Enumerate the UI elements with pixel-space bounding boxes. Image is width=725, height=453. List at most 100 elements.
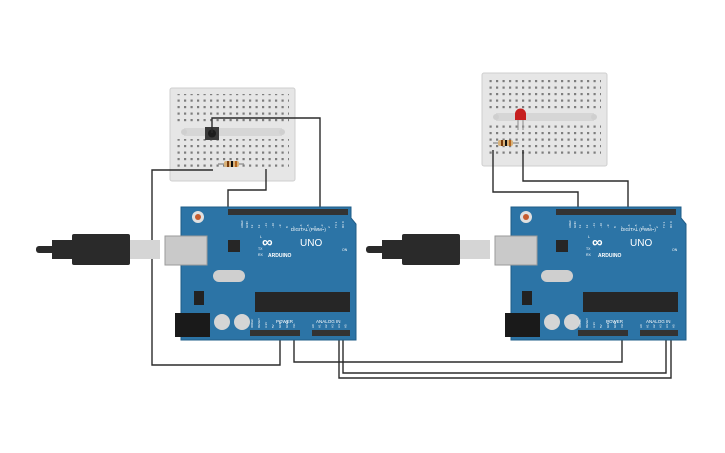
arduino-uno-right[interactable]: ∞ UNO ARDUINO DIGITAL (PWM~) POWER ANALO…: [494, 206, 687, 341]
pushbutton[interactable]: [205, 127, 219, 140]
pin-label: 3.3V: [264, 322, 268, 328]
pin-label: A3: [331, 324, 335, 328]
resistor-right[interactable]: [493, 140, 519, 146]
pin-label: A5: [672, 324, 676, 328]
pin-label: RX 0: [341, 221, 345, 228]
pin-label: 7: [620, 226, 624, 228]
wire-a5-link: [342, 340, 667, 374]
pin-label: 13: [578, 224, 582, 228]
led-rx-label: RX: [586, 253, 592, 257]
pin-label: IOREF: [250, 319, 254, 328]
pin-label: A1: [646, 324, 650, 328]
pin-label: A2: [324, 324, 328, 328]
pin-label: ~11: [592, 223, 596, 228]
pin-label: ~3: [648, 224, 652, 228]
led-tx-label: TX: [586, 247, 591, 251]
resistor-left[interactable]: [218, 161, 244, 167]
digital-label: DIGITAL (PWM~): [291, 227, 326, 232]
pin-label: 7: [292, 226, 296, 228]
digital-label: DIGITAL (PWM~): [621, 227, 656, 232]
pin-label: GND: [278, 321, 282, 329]
pin-label: 3.3V: [592, 322, 596, 328]
arduino-infinity-logo-icon: ∞: [592, 234, 603, 251]
pin-label: Vin: [292, 323, 296, 328]
pin-label: GND: [606, 321, 610, 329]
led-tx-label: TX: [258, 247, 263, 251]
pin-label: 4: [313, 226, 317, 228]
pin-label: 8: [285, 226, 289, 228]
pin-label: ~9: [606, 224, 610, 228]
breadboard-right[interactable]: [481, 72, 608, 167]
power-label: POWER: [606, 319, 624, 324]
pin-label: TX 1: [662, 221, 666, 228]
wires[interactable]: [151, 117, 672, 379]
board-model: UNO: [630, 238, 652, 249]
pin-label: ~5: [306, 224, 310, 228]
pin-label: GND: [285, 321, 289, 329]
wire-led-to-pin: [522, 150, 629, 210]
pin-label: ~3: [320, 224, 324, 228]
pin-label: RX 0: [669, 221, 673, 228]
pin-label: TX 1: [334, 221, 338, 228]
wire-breadboard-to-gnd: [227, 169, 267, 210]
on-label: ON: [672, 248, 678, 252]
arduino-uno-left[interactable]: ∞ UNO ARDUINO DIGITAL (PWM~) POWER ANALO…: [164, 206, 357, 341]
pin-label: ~10: [271, 223, 275, 228]
pin-label: A0: [311, 324, 315, 328]
pin-label: 5V: [599, 324, 603, 328]
aref-label: AREF: [240, 220, 244, 228]
breadboard-left[interactable]: [169, 87, 296, 182]
led-red[interactable]: [515, 108, 526, 130]
on-label: ON: [342, 248, 348, 252]
arduino-infinity-logo-icon: ∞: [262, 234, 273, 251]
led-l-label: L: [260, 235, 262, 239]
pin-label: 2: [655, 226, 659, 228]
pin-label: 8: [613, 226, 617, 228]
analog-label: ANALOG IN: [646, 319, 671, 324]
pin-label: 13: [250, 224, 254, 228]
led-l-label: L: [588, 235, 590, 239]
wire-button-to-pin2: [211, 117, 321, 210]
wire-resistor-to-5v: [151, 169, 281, 366]
pin-label: A2: [652, 324, 656, 328]
pin-label: ~5: [634, 224, 638, 228]
board-brand: ARDUINO: [598, 253, 621, 259]
pin-label: IOREF: [578, 319, 582, 328]
pin-label: 12: [257, 224, 261, 228]
pin-label: ~11: [264, 223, 268, 228]
led-rx-label: RX: [258, 253, 264, 257]
pin-label: A4: [665, 324, 669, 328]
pin-label: Vin: [620, 323, 624, 328]
gnd-label: GND: [573, 221, 577, 229]
pin-label: A1: [318, 324, 322, 328]
pin-label: 5V: [271, 324, 275, 328]
wire-a4-link: [293, 335, 623, 363]
usb-cable-right[interactable]: [366, 234, 490, 265]
aref-label: AREF: [568, 220, 572, 228]
pin-label: 12: [585, 224, 589, 228]
pin-label: A4: [337, 324, 341, 328]
pin-label: 4: [641, 226, 645, 228]
analog-label: ANALOG IN: [316, 319, 341, 324]
pin-label: 2: [327, 226, 331, 228]
board-brand: ARDUINO: [268, 253, 291, 259]
wire-gnd-link: [338, 340, 672, 379]
board-model: UNO: [300, 238, 322, 249]
pin-label: ~10: [599, 223, 603, 228]
power-label: POWER: [276, 319, 294, 324]
pin-label: A3: [659, 324, 663, 328]
gnd-label: GND: [245, 221, 249, 229]
pin-label: ~6: [299, 224, 303, 228]
pin-label: ~6: [627, 224, 631, 228]
pin-label: RESET: [585, 318, 589, 328]
usb-cable-left[interactable]: [36, 234, 160, 265]
pin-label: RESET: [257, 318, 261, 328]
pin-label: A5: [344, 324, 348, 328]
